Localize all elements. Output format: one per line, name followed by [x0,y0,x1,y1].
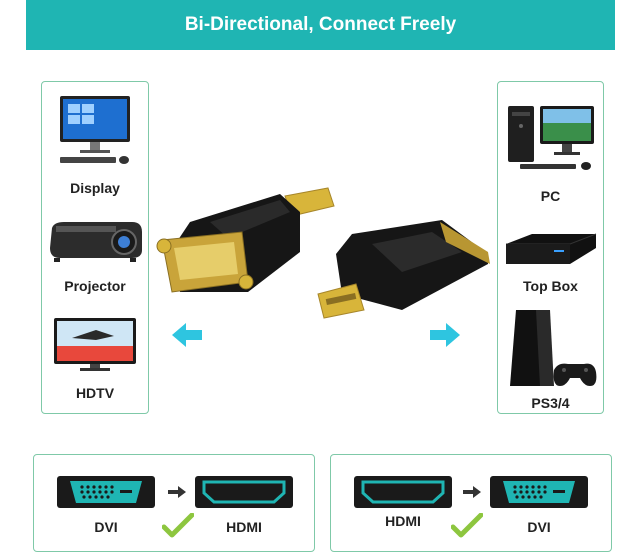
projector-icon [50,222,142,262]
game-console-icon [510,310,597,386]
device-label-pc: PC [540,188,561,204]
hdmi-port-icon [195,476,293,508]
device-label-projector: Projector [64,278,126,294]
conversion-hdmi-to-dvi: HDMI DVI [330,454,612,552]
dvi-port-icon [57,476,155,508]
tv-icon [54,318,136,371]
dvi-port-icon [490,476,588,508]
adapter-hdmi-to-dvi [317,220,490,319]
from-label: DVI [94,519,118,535]
device-label-ps3-4: PS3/4 [531,395,570,411]
device-label-top-box: Top Box [523,278,578,294]
monitor-icon [60,96,130,164]
header-banner: Bi-Directional, Connect Freely [26,0,615,50]
from-label: HDMI [385,513,421,529]
desktop-pc-icon [508,106,594,170]
conversion-dvi-to-hdmi: DVI HDMI [33,454,315,552]
to-label: HDMI [226,519,262,535]
device-label-display: Display [70,180,120,196]
source-devices-panel: Display Projector HDTV [41,81,149,414]
arrow-left-icon [172,323,202,347]
checkmark-icon [451,513,483,538]
adapter-dvi-to-hdmi [156,187,335,293]
arrow-right-small-icon [168,486,186,498]
checkmark-icon [162,513,194,538]
hdmi-port-icon [354,476,452,508]
to-label: DVI [527,519,551,535]
arrow-right-small-icon [463,486,481,498]
device-label-hdtv: HDTV [75,385,115,401]
set-top-box-icon [506,233,597,264]
arrow-right-icon [430,323,460,347]
banner-title: Bi-Directional, Connect Freely [184,14,457,35]
display-devices-panel: PC Top Box PS3/4 [497,81,604,414]
